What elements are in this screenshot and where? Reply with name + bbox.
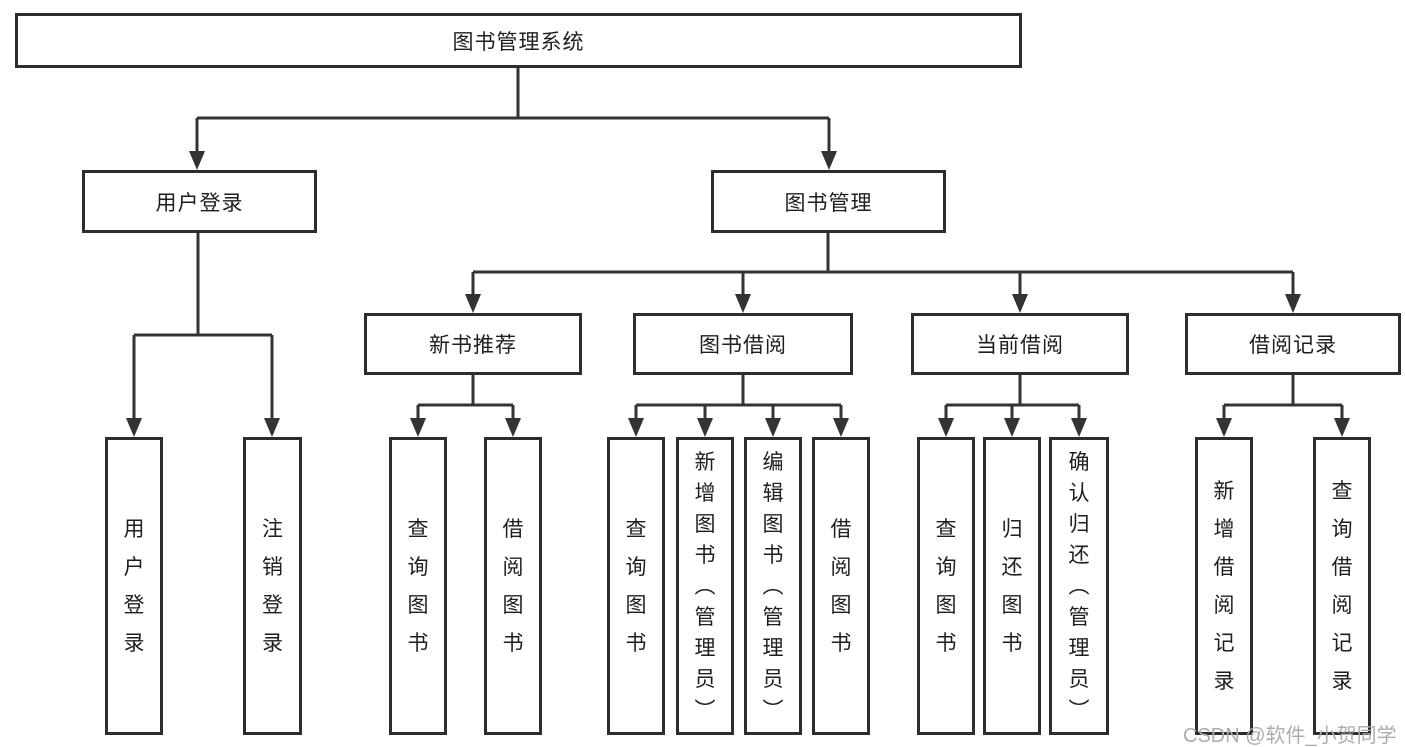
watermark: CSDN @软件_小贺同学 (1183, 725, 1397, 747)
arrowhead-down-icon (465, 294, 481, 313)
leaf-query-borrow-record: 查询借阅记录 (1313, 437, 1371, 735)
arrowhead-down-icon (189, 151, 205, 170)
arrowhead-down-icon (264, 418, 280, 437)
connector-line-borrow-records (1222, 375, 1344, 419)
node-library-management-system: 图书管理系统 (15, 13, 1022, 68)
node-label: 用户登录 (123, 517, 145, 655)
arrowhead-down-icon (505, 418, 521, 437)
leaf-user-login: 用户登录 (105, 437, 163, 735)
arrowhead-down-icon (1285, 294, 1301, 313)
node-label: 图书管理系统 (452, 30, 585, 54)
arrowhead-down-icon (821, 151, 837, 170)
leaf-return-book: 归还图书 (983, 437, 1041, 735)
arrowhead-down-icon (1216, 418, 1232, 437)
node-book-borrow: 图书借阅 (633, 313, 853, 375)
node-label: 用户登录 (155, 191, 244, 215)
leaf-confirm-return-admin: 确认归还︵管理员︶ (1049, 437, 1109, 735)
node-label: 查询图书 (935, 517, 957, 655)
node-label: 借阅记录 (1249, 334, 1337, 357)
node-label: 当前借阅 (976, 334, 1064, 357)
leaf-add-book-admin: 新增图书︵管理员︶ (676, 437, 734, 735)
node-current-borrow: 当前借阅 (911, 313, 1129, 375)
arrowhead-down-icon (735, 294, 751, 313)
node-label: 图书管理 (784, 191, 873, 215)
leaf-borrow-books-recommend: 借阅图书 (484, 437, 542, 735)
node-label: 编辑图书︵管理员︶ (762, 450, 784, 722)
leaf-query-books-recommend: 查询图书 (389, 437, 447, 735)
arrowhead-down-icon (1004, 418, 1020, 437)
node-book-management: 图书管理 (711, 170, 946, 233)
connector-line-new-book-recommend (416, 375, 515, 419)
arrowhead-down-icon (697, 418, 713, 437)
node-label: 图书借阅 (699, 334, 787, 357)
arrowhead-down-icon (410, 418, 426, 437)
leaf-logout: 注销登录 (243, 437, 302, 735)
arrowhead-down-icon (765, 418, 781, 437)
connector-line-current-borrow (944, 375, 1081, 419)
leaf-edit-book-admin: 编辑图书︵管理员︶ (744, 437, 802, 735)
connector-line-book-borrow (634, 375, 843, 419)
node-new-book-recommend: 新书推荐 (364, 313, 582, 375)
arrowhead-down-icon (126, 418, 142, 437)
node-label: 查询图书 (625, 517, 647, 655)
leaf-query-books-borrow: 查询图书 (607, 437, 665, 735)
arrowhead-down-icon (1334, 418, 1350, 437)
connector-line-book-management (471, 233, 1295, 295)
node-borrow-records: 借阅记录 (1185, 313, 1401, 375)
node-label: 注销登录 (262, 517, 283, 655)
arrowhead-down-icon (938, 418, 954, 437)
leaf-borrow-books: 借阅图书 (812, 437, 870, 735)
node-label: 归还图书 (1001, 517, 1023, 655)
node-label: 新增借阅记录 (1213, 479, 1235, 693)
leaf-add-borrow-record: 新增借阅记录 (1195, 437, 1253, 735)
node-label: 查询图书 (407, 517, 429, 655)
connector-line-root (195, 68, 831, 153)
arrowhead-down-icon (833, 418, 849, 437)
node-label: 查询借阅记录 (1331, 479, 1353, 693)
arrowhead-down-icon (628, 418, 644, 437)
node-label: 借阅图书 (830, 517, 852, 655)
node-user-login: 用户登录 (82, 170, 317, 233)
leaf-query-books-current: 查询图书 (917, 437, 975, 735)
arrowhead-down-icon (1071, 418, 1087, 437)
node-label: 新增图书︵管理员︶ (694, 450, 716, 722)
connector-line-user-login (132, 233, 274, 419)
node-label: 确认归还︵管理员︶ (1068, 450, 1090, 722)
node-label: 新书推荐 (429, 334, 517, 357)
node-label: 借阅图书 (502, 517, 524, 655)
arrowhead-down-icon (1012, 294, 1028, 313)
